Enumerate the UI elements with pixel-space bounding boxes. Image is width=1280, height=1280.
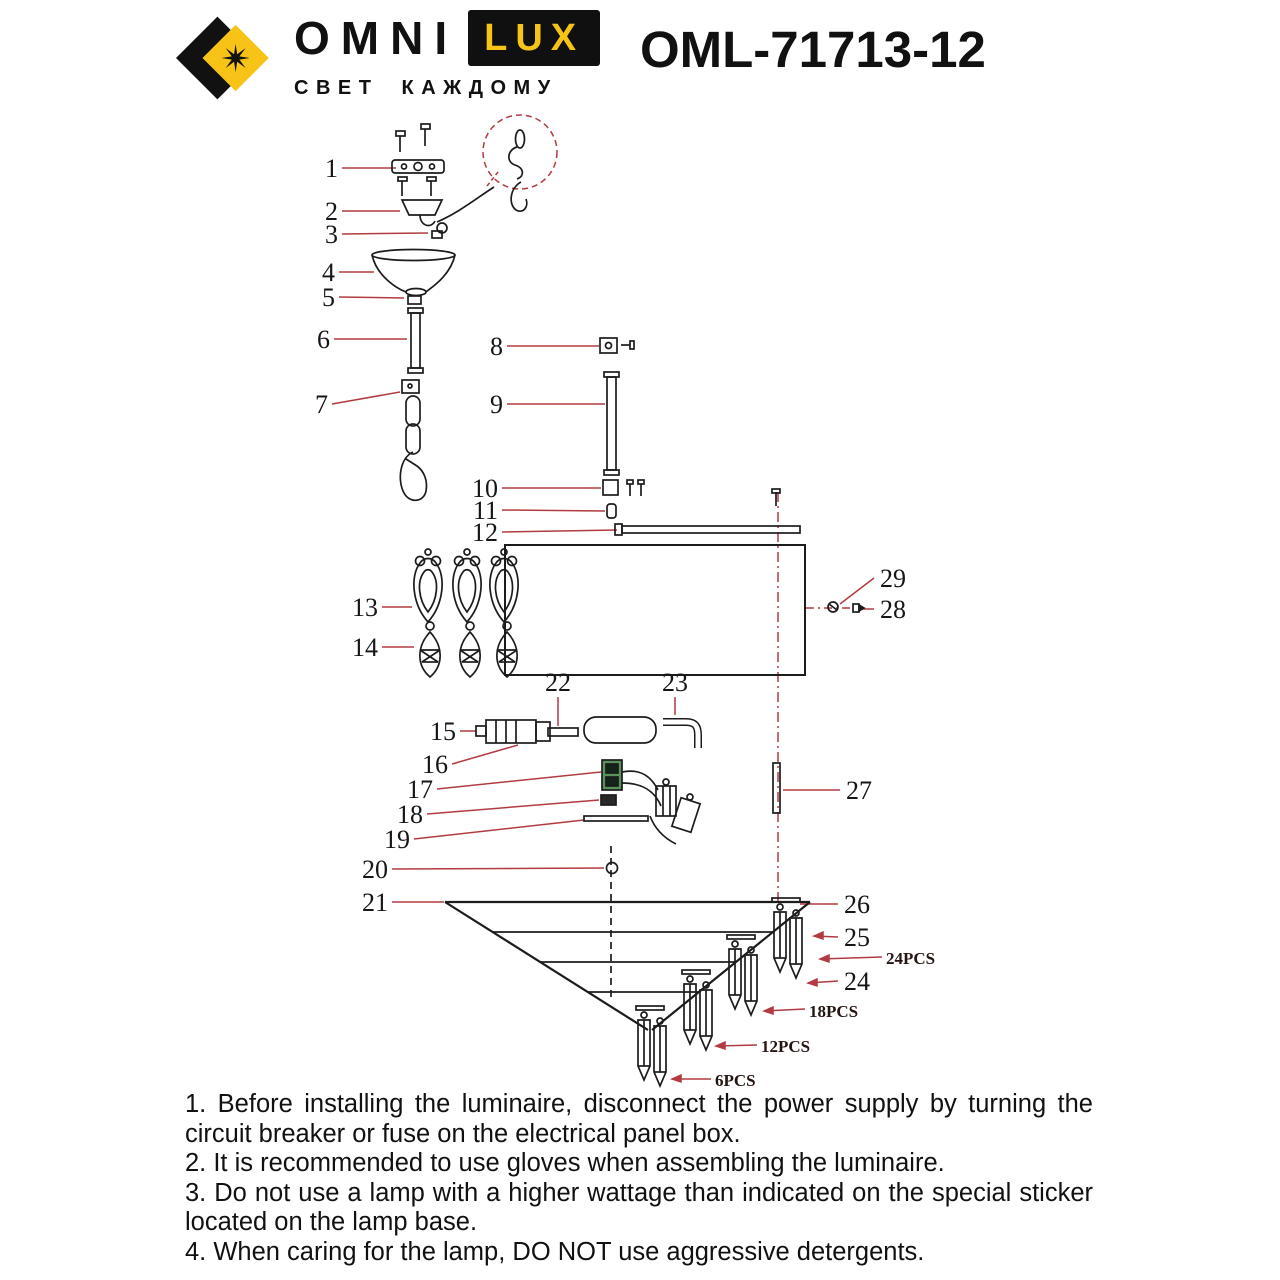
part-label-19: 19 bbox=[384, 825, 410, 854]
brand-omni: OMNI bbox=[294, 12, 459, 64]
brand-subtitle: СВЕТ КАЖДОМУ bbox=[294, 77, 558, 99]
part-label-16: 16 bbox=[422, 750, 448, 779]
part-1-mounting-bracket bbox=[391, 123, 445, 196]
part-label-7: 7 bbox=[315, 390, 328, 419]
part-3-cord-assembly bbox=[431, 186, 495, 239]
part-6-rod bbox=[407, 307, 424, 374]
part-8-clamp bbox=[599, 337, 635, 354]
part-label-17: 17 bbox=[407, 775, 433, 804]
part-28-screw bbox=[852, 603, 866, 613]
part-label-29: 29 bbox=[880, 564, 906, 593]
part-12-rod-long bbox=[614, 488, 801, 536]
part-29-screw bbox=[827, 601, 839, 613]
part-label-14: 14 bbox=[352, 633, 378, 662]
part-label-3: 3 bbox=[325, 220, 338, 249]
instruction-3: 3. Do not use a lamp with a higher watta… bbox=[185, 1178, 1093, 1237]
part-2-ceiling-cup bbox=[400, 199, 444, 227]
part-20-ring bbox=[605, 861, 619, 875]
part-7-chain-hook bbox=[399, 379, 428, 502]
part-label-20: 20 bbox=[362, 855, 388, 884]
part-label-22: 22 bbox=[545, 668, 571, 697]
instruction-4: 4. When caring for the lamp, DO NOT use … bbox=[185, 1237, 925, 1266]
pcs-label-12: 12PCS bbox=[761, 1037, 810, 1056]
part-label-26: 26 bbox=[844, 890, 870, 919]
part-label-21: 21 bbox=[362, 888, 388, 917]
part-label-27: 27 bbox=[846, 776, 872, 805]
detail-circle bbox=[482, 114, 558, 190]
logo-text: OMNI LUX СВЕТ КАЖДОМУ bbox=[294, 8, 601, 100]
instruction-1: 1. Before installing the luminaire, disc… bbox=[185, 1090, 1093, 1148]
leader-lines bbox=[331, 167, 883, 1084]
safety-instructions: 1. Before installing the luminaire, disc… bbox=[185, 1090, 1093, 1267]
part-9-rod bbox=[603, 371, 620, 476]
part-15-lamp-socket bbox=[475, 719, 551, 744]
part-label-25: 25 bbox=[844, 923, 870, 952]
part-11-sleeve bbox=[606, 503, 617, 519]
part-17-terminal-block bbox=[601, 759, 623, 791]
part-18-connector bbox=[600, 794, 617, 806]
part-label-23: 23 bbox=[662, 668, 688, 697]
pendant-crystals bbox=[637, 903, 803, 1089]
part-label-6: 6 bbox=[317, 325, 330, 354]
part-label-28: 28 bbox=[880, 595, 906, 624]
part-label-4: 4 bbox=[322, 258, 335, 287]
part-label-18: 18 bbox=[397, 800, 423, 829]
pcs-label-18: 18PCS bbox=[809, 1002, 858, 1021]
part-13-crystal-ornaments bbox=[413, 548, 519, 624]
part-4-canopy bbox=[371, 248, 456, 297]
part-21-frame-cone bbox=[444, 846, 811, 1031]
omnilux-logo: OMNI LUX СВЕТ КАЖДОМУ bbox=[176, 8, 601, 108]
axis-lines bbox=[482, 114, 852, 906]
wiring-harness bbox=[621, 770, 702, 845]
part-label-24: 24 bbox=[844, 967, 870, 996]
part-label-2: 2 bbox=[325, 197, 338, 226]
part-23-elbow-tube bbox=[663, 718, 702, 748]
parts-lineart bbox=[371, 123, 866, 1089]
model-number: OML-71713-12 bbox=[640, 21, 986, 78]
frame-panel bbox=[504, 544, 806, 676]
instruction-2: 2. It is recommended to use gloves when … bbox=[185, 1149, 945, 1177]
starburst-icon bbox=[221, 43, 250, 73]
part-label-10: 10 bbox=[472, 474, 498, 503]
part-5-nut bbox=[407, 295, 422, 305]
part-label-13: 13 bbox=[352, 593, 378, 622]
part-label-8: 8 bbox=[490, 332, 503, 361]
pcs-label-6: 6PCS bbox=[715, 1071, 756, 1090]
part-19-rod-thin bbox=[583, 815, 649, 822]
part-label-12: 12 bbox=[472, 518, 498, 547]
pcs-labels: 24PCS 18PCS 12PCS 6PCS bbox=[715, 949, 935, 1090]
driver-box bbox=[583, 716, 657, 744]
part-label-5: 5 bbox=[322, 283, 335, 312]
part-label-9: 9 bbox=[490, 390, 503, 419]
part-14-crystal-drops bbox=[419, 621, 518, 679]
part-label-1: 1 bbox=[325, 154, 338, 183]
omnilux-logo-icon bbox=[176, 16, 269, 100]
pcs-label-24: 24PCS bbox=[886, 949, 935, 968]
part-label-15: 15 bbox=[430, 717, 456, 746]
part-numbers: 1 2 3 4 5 6 7 8 9 10 11 12 13 14 15 16 1… bbox=[315, 154, 906, 996]
hook-detail bbox=[508, 129, 528, 212]
part-27-spacer-rod bbox=[772, 762, 781, 814]
part-label-11: 11 bbox=[473, 496, 498, 525]
brand-lux: LUX bbox=[468, 10, 601, 66]
part-22-rod-short bbox=[547, 727, 579, 737]
part-10-connector bbox=[602, 479, 645, 496]
